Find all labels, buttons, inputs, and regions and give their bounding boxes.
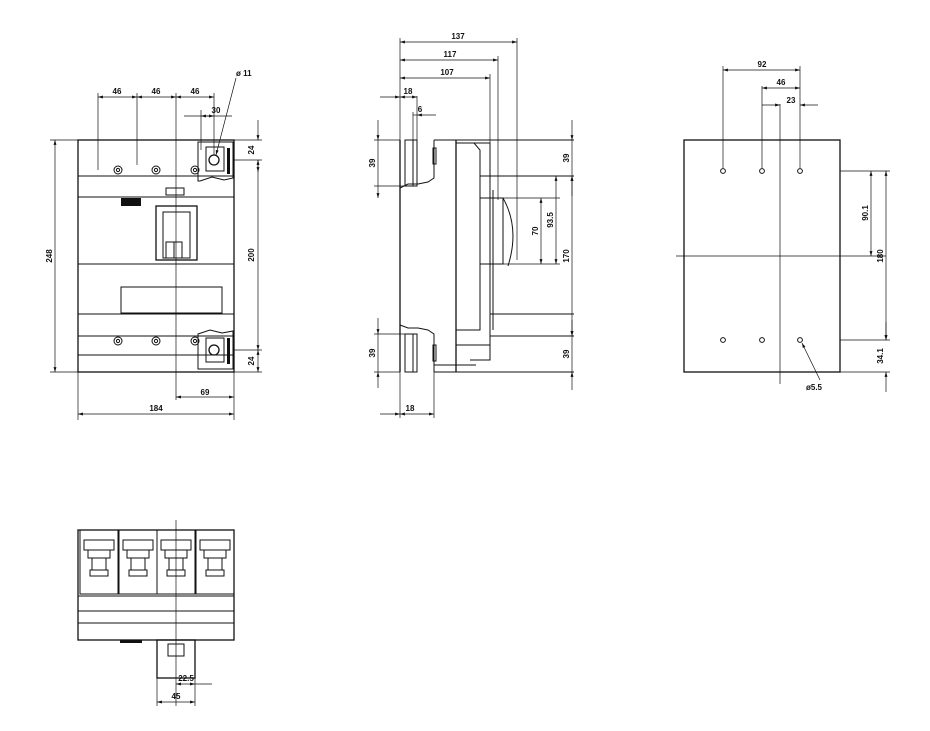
dim-184: 184	[149, 404, 163, 413]
dim-24-bottom: 24	[247, 356, 256, 365]
front-view: 46 46 46 30 ø 11 24 248 200 24 69 184	[45, 69, 262, 420]
rear-view: 92 46 23 90.1 180 34.1 ø5.5	[676, 60, 890, 392]
dim-180: 180	[876, 249, 885, 263]
mounting-holes	[720, 168, 803, 343]
dim-92: 92	[758, 60, 767, 69]
dim-39-left-bottom: 39	[368, 348, 377, 357]
dim-170: 170	[562, 249, 571, 263]
dim-70: 70	[531, 226, 540, 235]
bottom-terminal-lug	[197, 329, 234, 370]
dim-45: 45	[172, 692, 181, 701]
dim-46-a: 46	[113, 87, 122, 96]
side-view: 137 117 107 18 6 39 39 93.5 70 170 39 39…	[368, 32, 574, 418]
dim-46-b: 46	[152, 87, 161, 96]
dim-39-left-top: 39	[368, 158, 377, 167]
side-dimensions: 137 117 107 18 6 39 39 93.5 70 170 39 39…	[368, 32, 574, 418]
top-terminal-screws	[113, 165, 200, 175]
dim-23: 23	[787, 96, 796, 105]
dim-46-c: 46	[191, 87, 200, 96]
front-dimensions: 46 46 46 30 ø 11 24 248 200 24 69 184	[45, 69, 262, 420]
rear-dimensions: 92 46 23 90.1 180 34.1 ø5.5	[722, 60, 890, 392]
dim-22-5: 22.5	[178, 674, 194, 683]
operating-handle	[155, 205, 198, 261]
side-handle-housing	[479, 197, 504, 265]
dim-24-top: 24	[247, 145, 256, 154]
handle-protrusion	[156, 639, 196, 679]
dim-6: 6	[418, 105, 423, 114]
dim-39-right-bottom: 39	[562, 349, 571, 358]
dim-dia-11: ø 11	[236, 69, 252, 78]
bottom-terminal-screws	[113, 336, 200, 346]
dim-69: 69	[201, 388, 210, 397]
label-plate	[120, 286, 223, 314]
top-terminal-lug	[197, 141, 234, 182]
dim-93-5: 93.5	[546, 212, 555, 228]
terminal-pockets	[79, 530, 235, 595]
dim-18-top: 18	[404, 87, 413, 96]
indicator-window	[121, 198, 141, 206]
breaker-body-outline	[77, 139, 235, 373]
dim-30: 30	[212, 106, 221, 115]
dim-34-1: 34.1	[876, 348, 885, 364]
side-handle-arc	[502, 197, 514, 267]
dim-90-1: 90.1	[861, 205, 870, 221]
dim-248: 248	[45, 249, 54, 263]
dim-107: 107	[440, 68, 454, 77]
dim-117: 117	[444, 50, 457, 59]
bottom-view: 22.5 45	[77, 520, 235, 706]
bottom-dimensions: 22.5 45	[156, 674, 212, 706]
dim-137: 137	[451, 32, 465, 41]
dim-18-bottom: 18	[406, 404, 415, 413]
dim-200: 200	[247, 248, 256, 262]
dim-dia-5-5: ø5.5	[806, 383, 823, 392]
dim-39-right-top: 39	[562, 153, 571, 162]
dim-46-rear: 46	[777, 78, 786, 87]
